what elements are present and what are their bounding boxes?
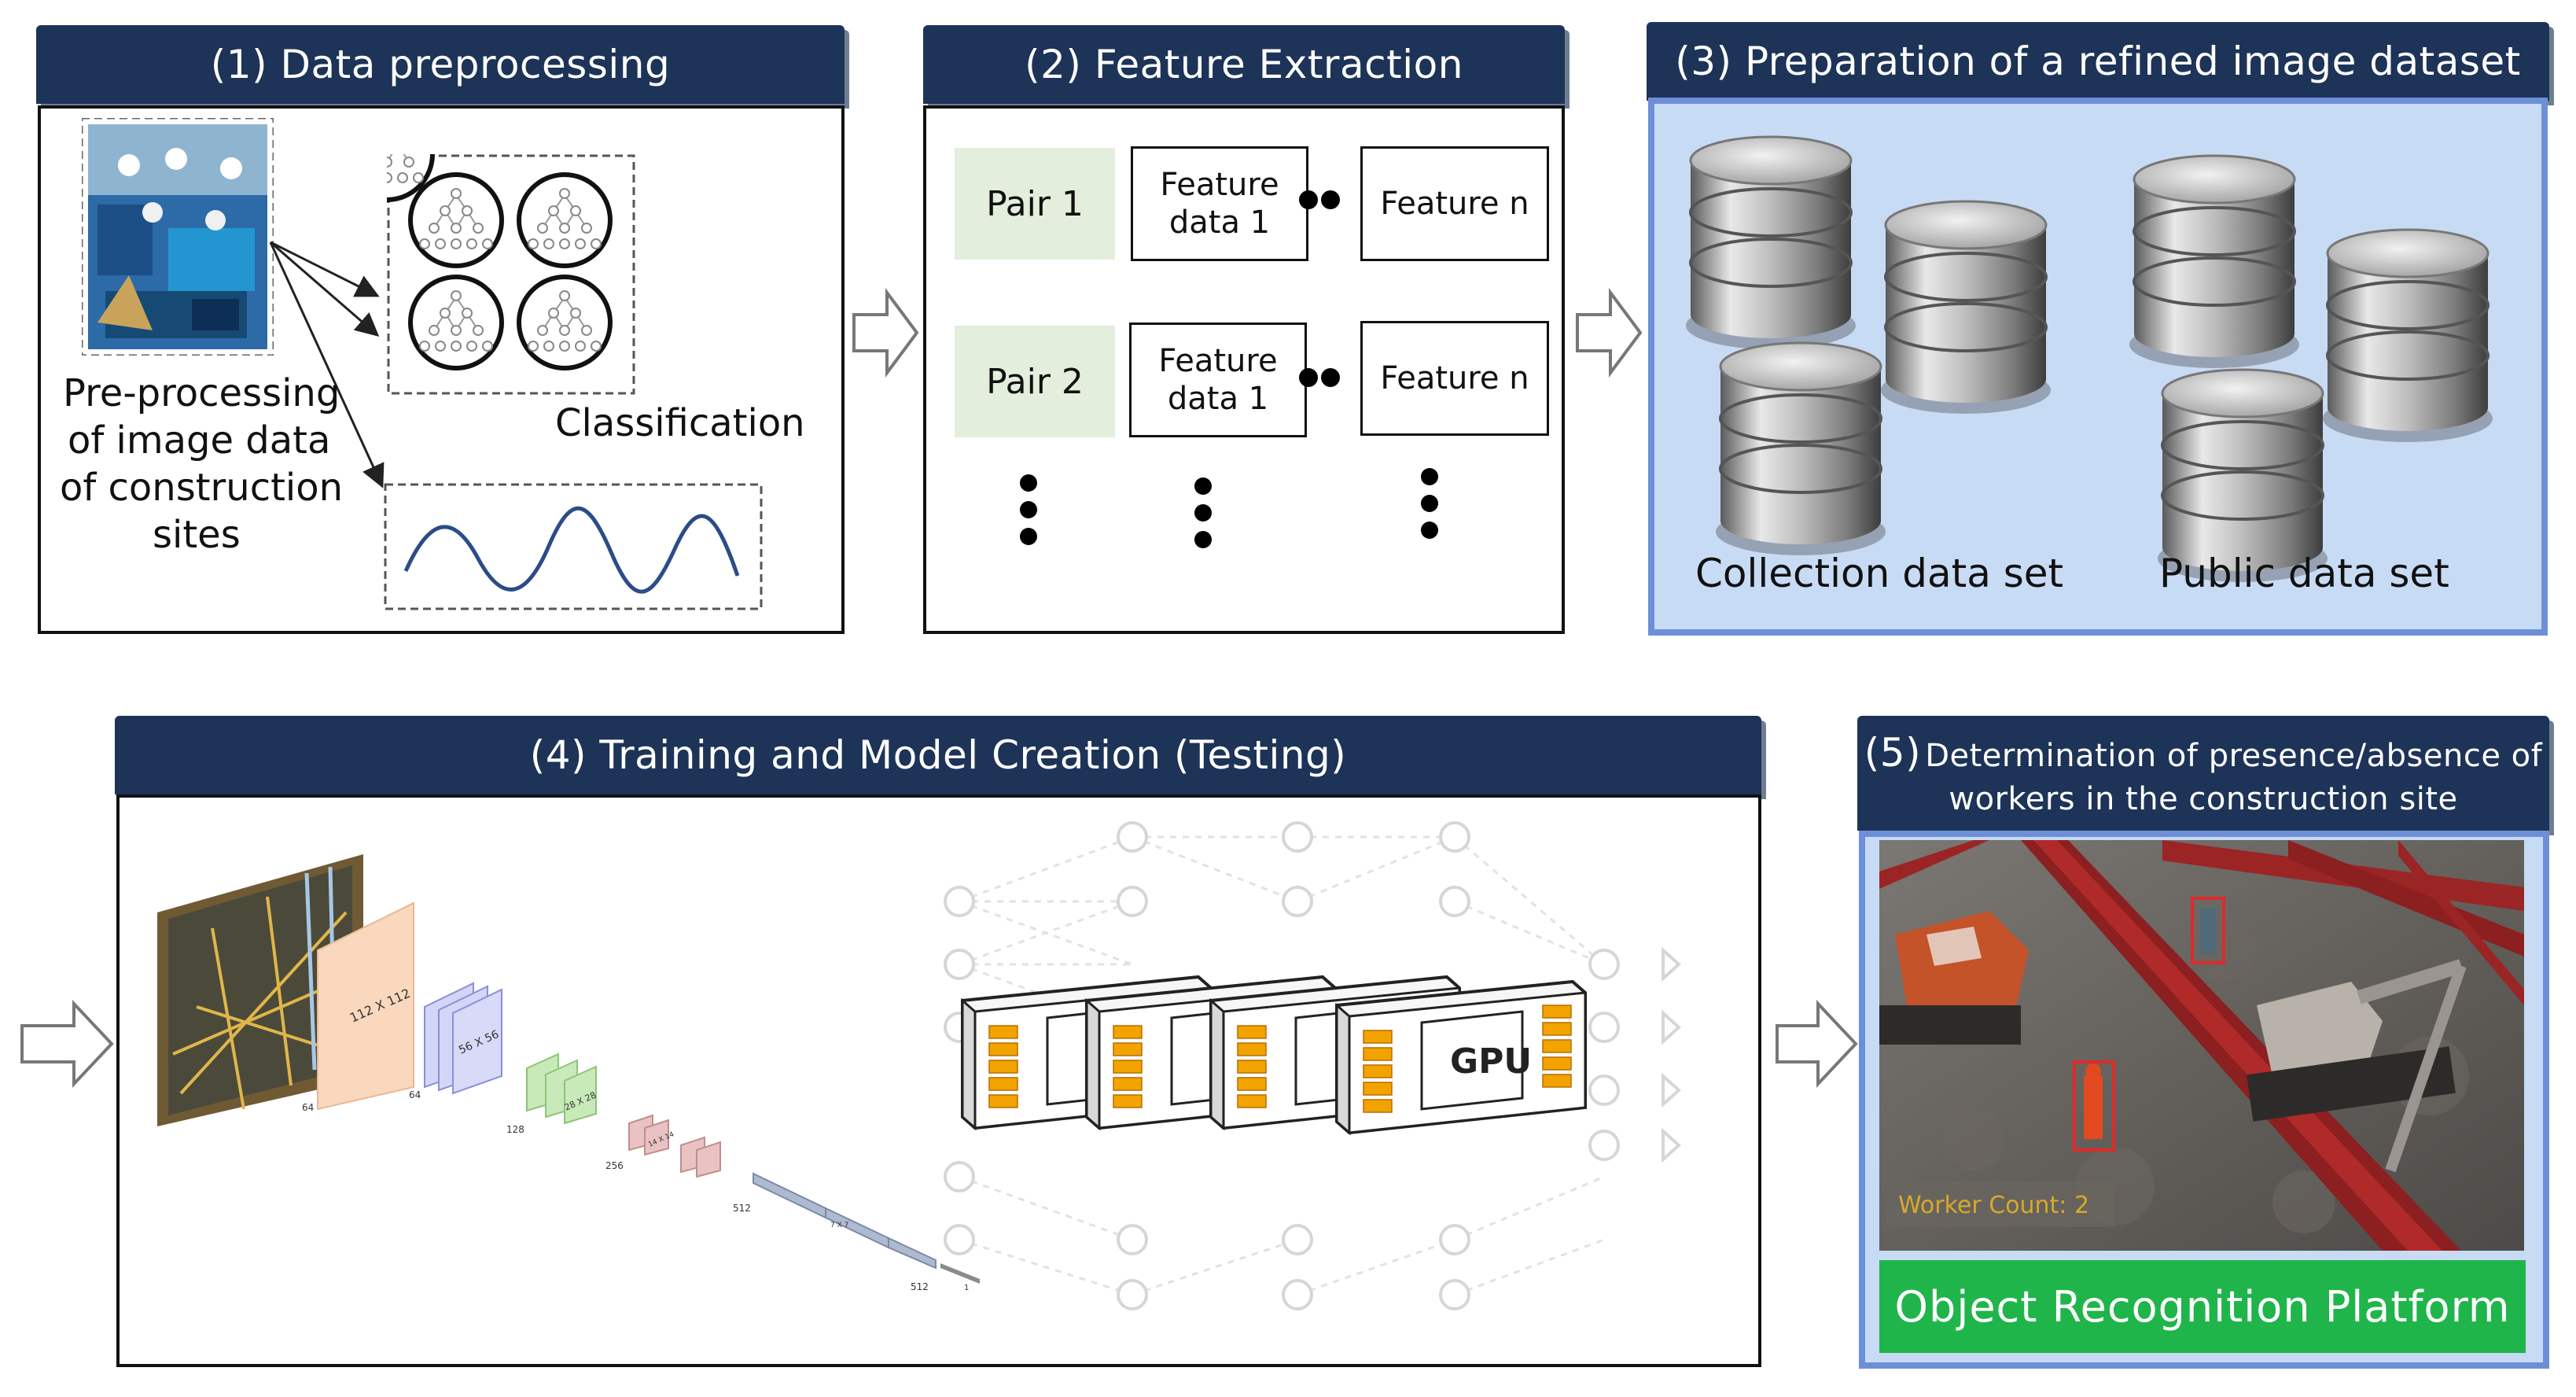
classification-label: Classification bbox=[555, 401, 805, 445]
cnn-label-512b: 512 bbox=[911, 1281, 929, 1292]
gpu-cards: GPU bbox=[961, 975, 1587, 1134]
worker-count-text: Worker Count: 2 bbox=[1898, 1192, 2089, 1219]
step5-title-line1: (5) Determination of presence/absence of bbox=[1864, 728, 2542, 779]
tree-network-icon bbox=[387, 154, 435, 202]
collection-data-set-label: Collection data set bbox=[1695, 551, 2064, 596]
step3-header: (3) Preparation of a refined image datas… bbox=[1647, 22, 2549, 101]
feature-data-line1: Feature bbox=[1160, 167, 1279, 203]
object-recognition-platform-button[interactable]: Object Recognition Platform bbox=[1879, 1260, 2526, 1353]
step3-title: (3) Preparation of a refined image datas… bbox=[1675, 39, 2521, 84]
feature-n-box-row2: Feature n bbox=[1360, 321, 1549, 436]
step1-caption-line4: sites bbox=[153, 513, 241, 557]
right-arrow-icon bbox=[1776, 999, 1858, 1089]
cnn-label-256: 256 bbox=[605, 1160, 624, 1171]
step5-title-line2: workers in the construction site bbox=[1949, 779, 2457, 820]
cnn-label-64a: 64 bbox=[302, 1102, 314, 1113]
ellipsis-dots bbox=[1020, 190, 1438, 548]
cnn-label-128: 128 bbox=[506, 1124, 524, 1135]
classification-box bbox=[387, 154, 635, 395]
neural-network-background bbox=[944, 821, 1681, 1310]
right-arrow-icon bbox=[852, 288, 919, 378]
cnn-label-7: 7 X 7 bbox=[830, 1222, 848, 1229]
right-arrow-icon bbox=[20, 999, 114, 1089]
pair-2-box: Pair 2 bbox=[955, 326, 1115, 437]
pair-1-box: Pair 1 bbox=[955, 148, 1115, 260]
step2-header: (2) Feature Extraction bbox=[923, 25, 1565, 104]
step1-caption-line1: Pre-processing bbox=[63, 371, 340, 415]
cnn-label-512a: 512 bbox=[733, 1203, 751, 1214]
cnn-architecture: 112 X 112 64 64 56 X 56 128 28 X 28 256 … bbox=[157, 854, 980, 1292]
right-arrow-icon bbox=[1576, 288, 1643, 378]
feature-data-line2: data 1 bbox=[1167, 381, 1269, 417]
step2-title: (2) Feature Extraction bbox=[1025, 42, 1463, 87]
detection-photo: Worker Count: 2 bbox=[1879, 840, 2524, 1251]
feature-data-line2: data 1 bbox=[1168, 205, 1271, 241]
waveform-box bbox=[384, 483, 763, 610]
step1-caption-line2: of image data bbox=[68, 418, 331, 463]
public-data-set-label: Public data set bbox=[2159, 551, 2449, 596]
step5-title-prefix: (5) bbox=[1864, 729, 1922, 776]
feature-n-box-row1: Feature n bbox=[1360, 146, 1549, 261]
step5-title-text1: Determination of presence/absence of bbox=[1925, 737, 2543, 774]
step4-header: (4) Training and Model Creation (Testing… bbox=[115, 716, 1761, 794]
step1-header: (1) Data preprocessing bbox=[36, 25, 845, 104]
step1-caption-line3: of construction bbox=[60, 466, 344, 510]
step1-pointer-arrows bbox=[269, 241, 385, 488]
step1-title: (1) Data preprocessing bbox=[210, 42, 671, 87]
gpu-label: GPU bbox=[1450, 1041, 1532, 1082]
cnn-label-1: 1 bbox=[964, 1284, 969, 1292]
feature-data-line1: Feature bbox=[1158, 343, 1278, 379]
step5-title-text2: workers in the construction site bbox=[1949, 780, 2458, 817]
step4-title: (4) Training and Model Creation (Testing… bbox=[529, 732, 1347, 778]
step5-header: (5) Determination of presence/absence of… bbox=[1857, 716, 2549, 831]
step1-photo bbox=[82, 118, 274, 356]
feature-data-1-box-row1: Feature data 1 bbox=[1131, 146, 1308, 261]
cnn-label-64b: 64 bbox=[409, 1089, 421, 1100]
